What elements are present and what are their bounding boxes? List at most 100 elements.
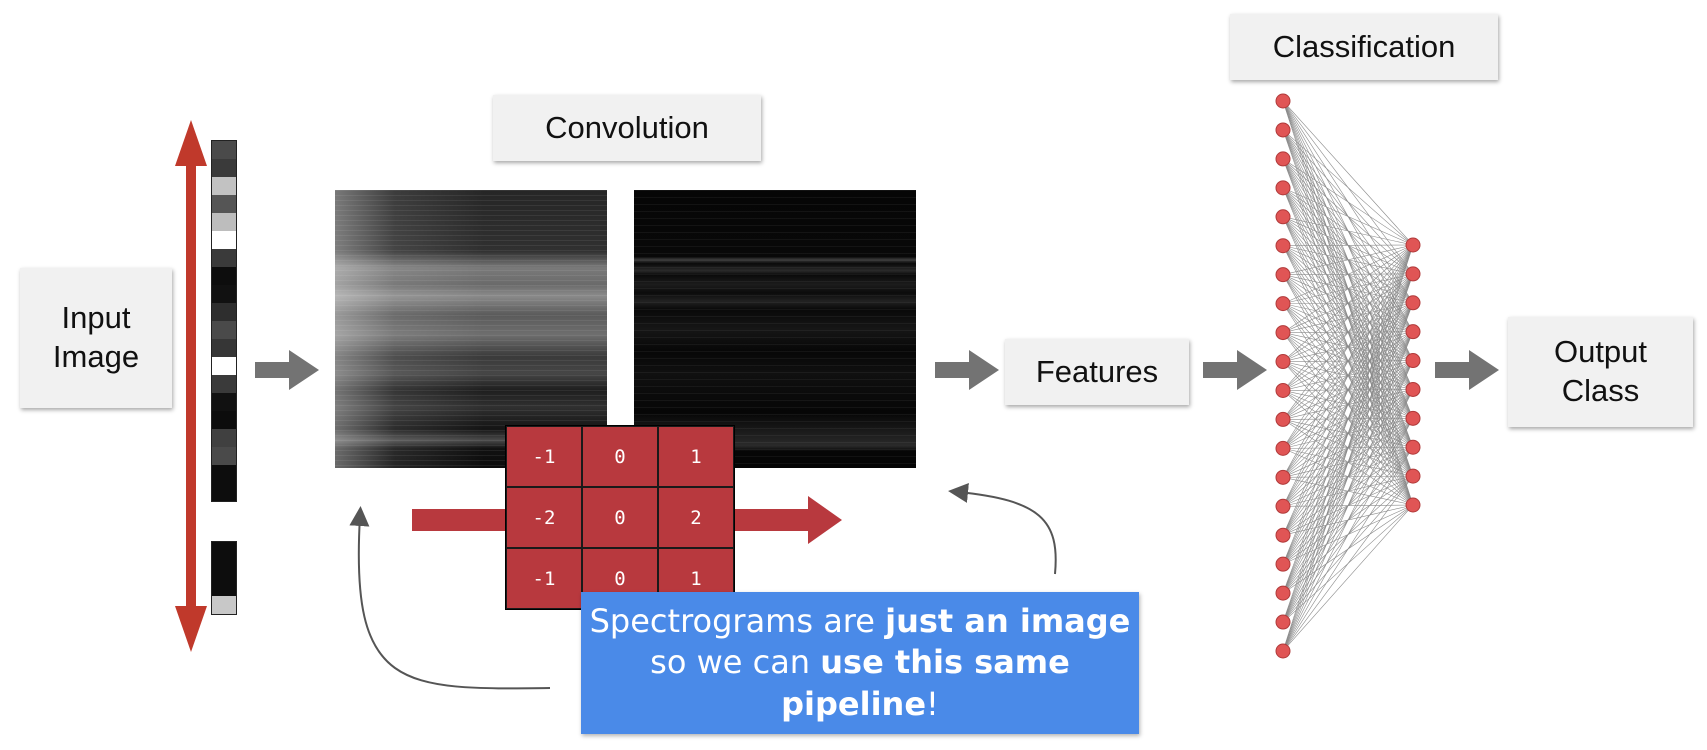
network-edge xyxy=(1282,504,1414,652)
input-neuron xyxy=(1275,354,1291,370)
pixel-cell xyxy=(212,578,236,596)
output-neuron xyxy=(1405,324,1421,340)
pixel-cell xyxy=(212,285,236,303)
network-edge xyxy=(1282,244,1414,391)
network-edge xyxy=(1282,187,1414,246)
input-neuron xyxy=(1275,325,1291,341)
kernel-cell: -1 xyxy=(506,426,582,487)
kernel-cell: 1 xyxy=(658,426,734,487)
network-edge xyxy=(1282,244,1414,247)
input-neuron xyxy=(1275,614,1291,630)
output-neuron xyxy=(1405,266,1421,282)
output-label-line1: Output xyxy=(1553,334,1648,370)
flow-arrow-to-features xyxy=(935,350,999,390)
input-neuron xyxy=(1275,411,1291,427)
input-neuron xyxy=(1275,238,1291,254)
network-edge xyxy=(1282,129,1414,246)
pixel-cell xyxy=(212,195,236,213)
spectrogram-filtered xyxy=(634,190,916,468)
pixel-cell xyxy=(212,213,236,231)
network-edge xyxy=(1282,100,1414,246)
pixel-cell xyxy=(212,542,236,560)
features-label: Features xyxy=(1005,339,1189,405)
output-neuron xyxy=(1405,410,1421,426)
curve-arrow-left xyxy=(349,506,551,690)
network-edge xyxy=(1282,418,1414,652)
pixel-cell xyxy=(212,596,236,614)
callout-line2-text: so we can xyxy=(650,643,821,682)
input-neuron xyxy=(1275,180,1291,196)
network-edge xyxy=(1282,244,1414,420)
network-edge xyxy=(1282,244,1414,507)
pixel-cell xyxy=(212,375,236,393)
pixel-cell xyxy=(212,321,236,339)
pixel-cell xyxy=(212,465,236,483)
network-edge xyxy=(1282,244,1414,275)
spectrogram-input xyxy=(335,190,607,468)
callout-line1: Spectrograms are just an image xyxy=(590,601,1131,643)
pixel-cell xyxy=(212,447,236,465)
network-edge xyxy=(1282,475,1414,652)
flow-arrow-input xyxy=(255,350,319,390)
pixel-cell xyxy=(212,429,236,447)
network-edge xyxy=(1282,244,1414,594)
output-neuron xyxy=(1405,295,1421,311)
kernel-cell: 2 xyxy=(658,487,734,548)
network-edge xyxy=(1282,273,1414,652)
input-neuron xyxy=(1275,151,1291,167)
kernel-cell: 0 xyxy=(582,487,658,548)
input-label-line2: Image xyxy=(52,339,140,374)
network-edge xyxy=(1282,216,1414,246)
pixel-cell xyxy=(212,339,236,357)
input-image-label: Input Image xyxy=(20,268,172,408)
pixel-cell xyxy=(212,249,236,267)
convolution-label: Convolution xyxy=(493,95,761,161)
output-neuron xyxy=(1405,353,1421,369)
network-edge xyxy=(1282,244,1414,536)
callout-line1-bold: just an image xyxy=(885,601,1131,640)
pixel-cell xyxy=(212,231,236,249)
network-edge xyxy=(1282,360,1414,652)
pixel-cell xyxy=(212,303,236,321)
flow-arrow-to-network xyxy=(1203,350,1267,390)
callout-line1-text: Spectrograms are xyxy=(589,601,886,640)
pixel-cell xyxy=(212,159,236,177)
vertical-scan-arrow xyxy=(175,120,207,652)
input-neuron xyxy=(1275,93,1291,109)
network-edge xyxy=(1282,244,1414,362)
callout-line2-bold: use this same pipeline xyxy=(781,643,1070,723)
network-nodes xyxy=(1275,93,1421,659)
curve-arrow-right xyxy=(948,483,1057,575)
network-edge xyxy=(1282,302,1414,652)
output-neuron xyxy=(1405,439,1421,455)
input-neuron xyxy=(1275,209,1291,225)
network-edge xyxy=(1282,244,1414,623)
network-edge xyxy=(1282,244,1414,333)
network-edge xyxy=(1282,447,1414,652)
network-edge xyxy=(1282,331,1414,652)
pixel-cell xyxy=(212,357,236,375)
pixel-column-strip-tail xyxy=(211,541,237,615)
pixel-cell xyxy=(212,483,236,501)
input-neuron xyxy=(1275,440,1291,456)
kernel-cell: -2 xyxy=(506,487,582,548)
output-neuron xyxy=(1405,237,1421,253)
pixel-cell xyxy=(212,177,236,195)
network-edge xyxy=(1282,389,1414,652)
input-neuron xyxy=(1275,122,1291,138)
pixel-cell xyxy=(212,411,236,429)
network-edge xyxy=(1282,244,1414,449)
callout-box: Spectrograms are just an image so we can… xyxy=(581,592,1139,734)
input-neuron xyxy=(1275,498,1291,514)
input-neuron xyxy=(1275,585,1291,601)
pixel-column-strip xyxy=(211,140,237,502)
network-connections xyxy=(1282,100,1414,652)
flow-arrow-to-output xyxy=(1435,350,1499,390)
input-neuron xyxy=(1275,296,1291,312)
input-label-line1: Input xyxy=(61,300,131,336)
callout-line2-end: ! xyxy=(926,684,939,723)
input-neuron xyxy=(1275,469,1291,485)
pixel-cell xyxy=(212,393,236,411)
output-label-line2: Class xyxy=(1561,373,1640,408)
